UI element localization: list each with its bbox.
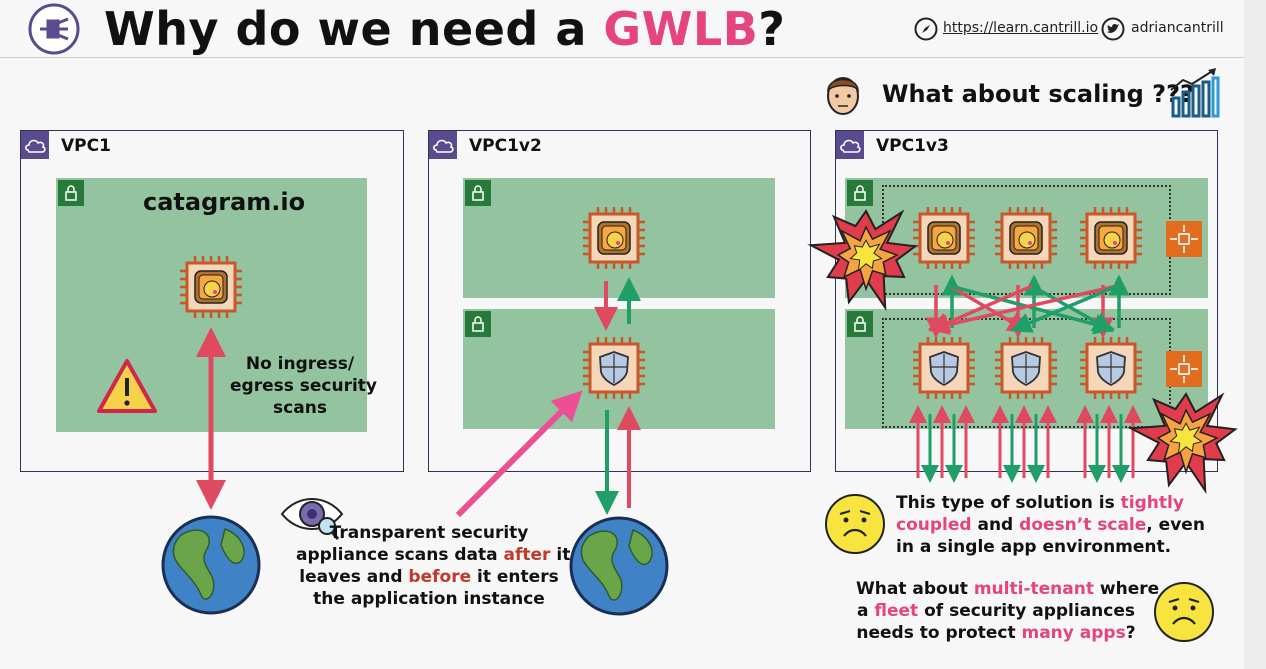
pointer-arrow xyxy=(458,401,572,515)
explosion-icon xyxy=(811,211,915,308)
multi-tenant-question: What about multi-tenant where a fleet of… xyxy=(856,578,1136,644)
security-appliance-icon xyxy=(995,337,1057,399)
vpc3-caption: This type of solution is tightly coupled… xyxy=(896,492,1166,558)
app-instance-icon xyxy=(583,207,645,269)
security-appliance-icon xyxy=(913,337,975,399)
app-instance-icon xyxy=(995,207,1057,269)
security-appliance-icon xyxy=(583,337,645,399)
app-instance-icon xyxy=(180,256,242,318)
security-appliance-icon xyxy=(1080,337,1142,399)
explosion-icon xyxy=(1131,394,1235,491)
mesh-arrow xyxy=(938,286,1117,327)
vpc2-caption: Transparent security appliance scans dat… xyxy=(296,522,562,610)
globe-icon xyxy=(571,518,667,614)
sad-face-icon xyxy=(1153,581,1215,643)
app-instance-icon xyxy=(913,207,975,269)
sad-face-icon xyxy=(824,493,886,555)
app-instance-icon xyxy=(1080,207,1142,269)
globe-icon xyxy=(163,517,259,613)
